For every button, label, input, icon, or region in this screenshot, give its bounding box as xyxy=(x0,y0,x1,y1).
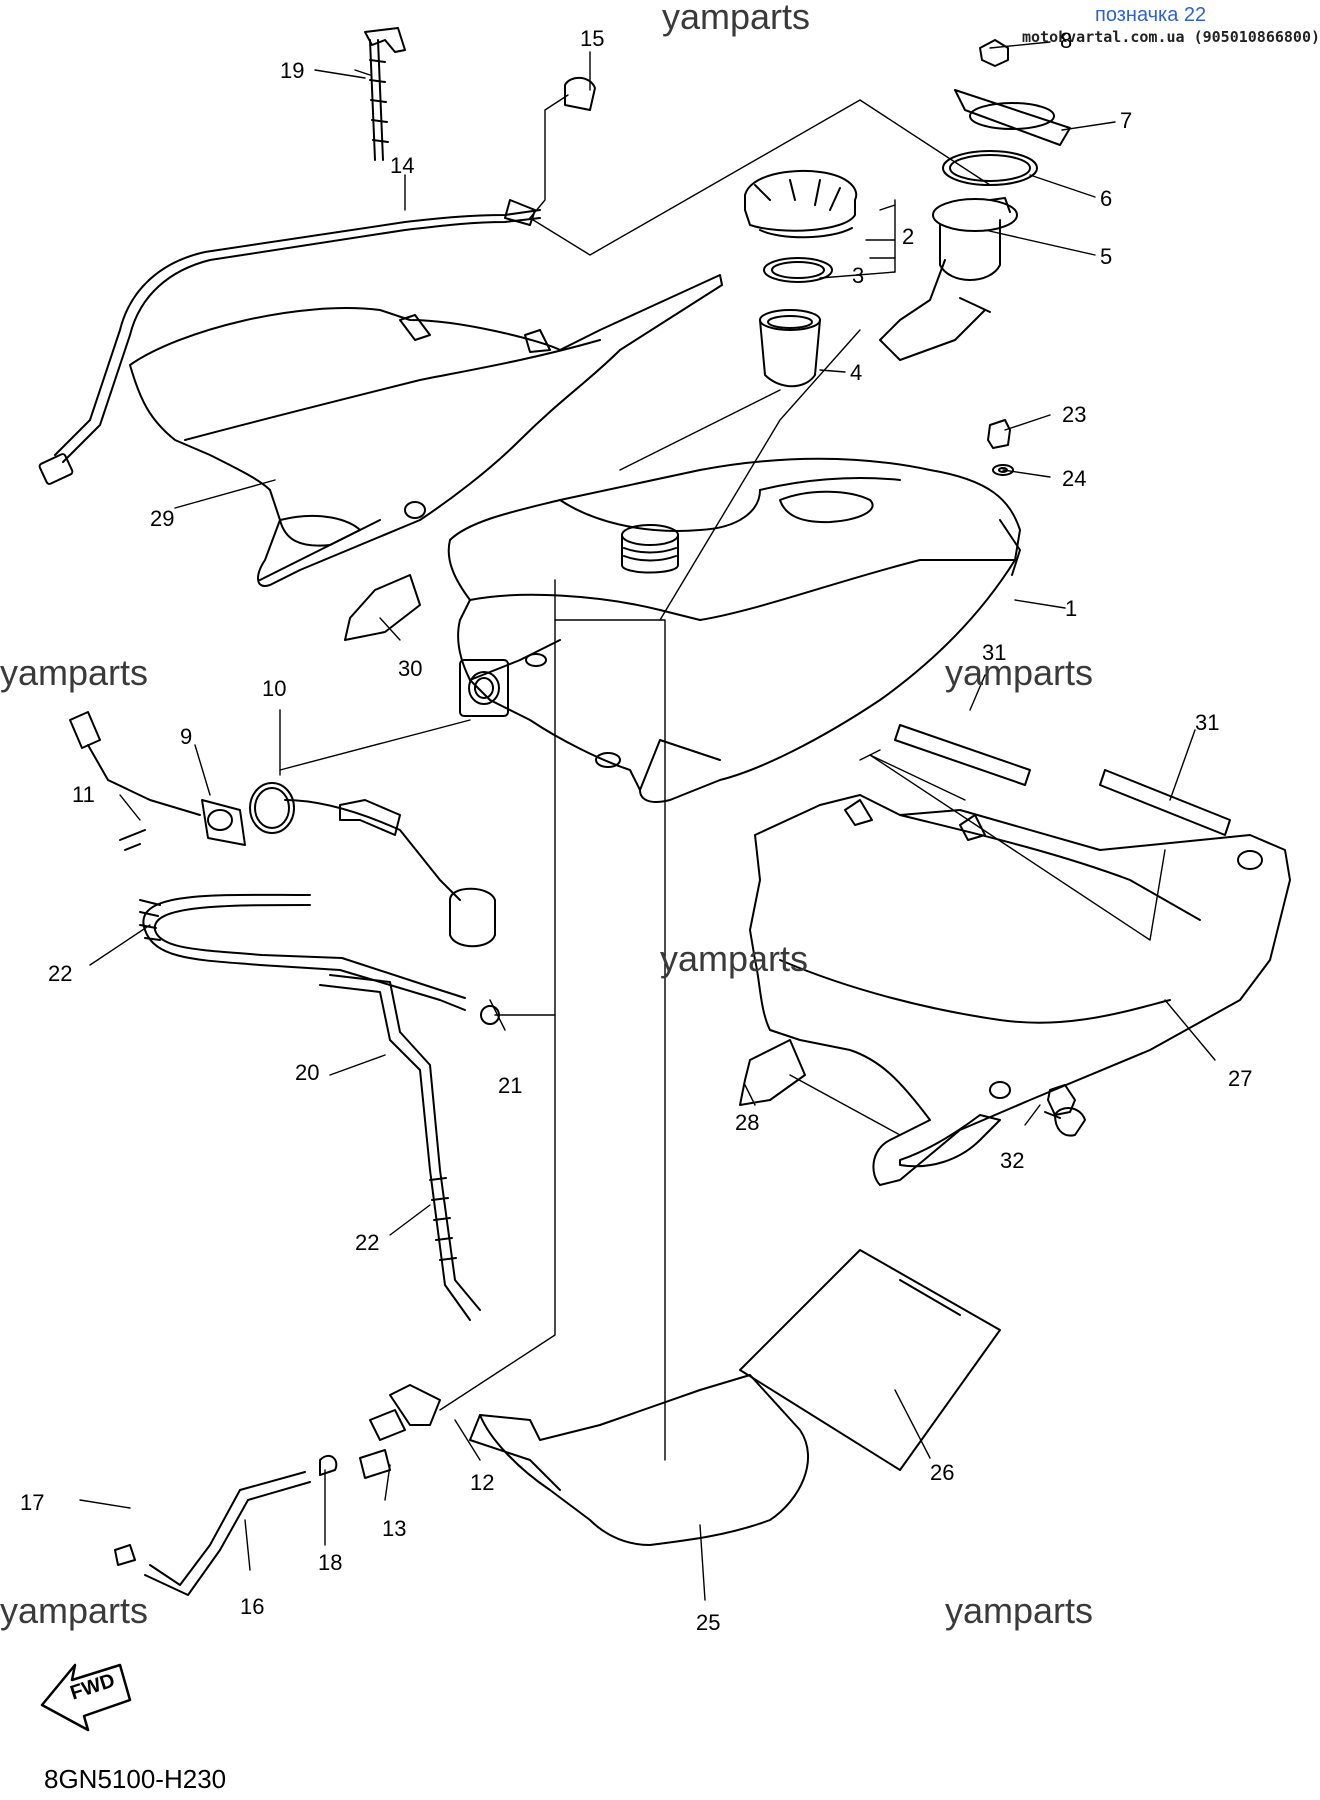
callout-17: 17 xyxy=(20,1490,45,1515)
watermark: yamparts xyxy=(662,0,811,37)
callout-18: 18 xyxy=(318,1550,343,1575)
watermark: yamparts xyxy=(0,652,149,693)
callout-26: 26 xyxy=(930,1460,955,1485)
callout-16: 16 xyxy=(240,1594,265,1619)
callout-14: 14 xyxy=(390,153,415,178)
reference-lines xyxy=(279,94,1166,1461)
left-side-cover xyxy=(129,274,723,641)
callout-5: 5 xyxy=(1100,244,1113,269)
callout-27: 27 xyxy=(1228,1066,1253,1091)
leader-lines xyxy=(79,41,1216,1601)
callout-31a: 31 xyxy=(982,640,1007,665)
callout-15: 15 xyxy=(580,26,605,51)
callout-25: 25 xyxy=(696,1610,721,1635)
callout-19: 19 xyxy=(280,58,305,83)
callout-23: 23 xyxy=(1062,402,1087,427)
watermark: yamparts xyxy=(945,652,1094,693)
callout-13: 13 xyxy=(382,1516,407,1541)
fuel-hose xyxy=(139,893,500,1321)
callout-8: 8 xyxy=(1060,28,1073,53)
callout-1: 1 xyxy=(1065,596,1078,621)
tank-bottom-cover xyxy=(469,1249,1001,1546)
callout-7: 7 xyxy=(1120,108,1133,133)
callout-4: 4 xyxy=(850,360,863,385)
breather-hose xyxy=(38,27,596,485)
callout-3: 3 xyxy=(852,263,865,288)
watermark: yamparts xyxy=(660,938,809,979)
callout-6: 6 xyxy=(1100,186,1113,211)
callout-24: 24 xyxy=(1062,466,1087,491)
header-title: позначка 22 xyxy=(1095,4,1207,26)
callout-9: 9 xyxy=(180,724,193,749)
callout-10: 10 xyxy=(262,676,287,701)
header-site: motokvartal.com.ua (905010866800) xyxy=(1022,28,1320,46)
callout-2: 2 xyxy=(902,224,915,249)
fuel-cock xyxy=(114,1384,441,1596)
fwd-arrow-icon xyxy=(40,1663,132,1732)
watermark: yamparts xyxy=(0,1590,149,1631)
callout-32: 32 xyxy=(1000,1148,1025,1173)
callout-22b: 22 xyxy=(355,1230,380,1255)
callout-30: 30 xyxy=(398,656,423,681)
callout-31b: 31 xyxy=(1195,710,1220,735)
diagram-code: 8GN5100-H230 xyxy=(44,1764,227,1794)
watermark: yamparts xyxy=(945,1590,1094,1631)
callout-28: 28 xyxy=(735,1110,760,1135)
callout-11: 11 xyxy=(72,782,95,807)
right-side-cover xyxy=(739,724,1291,1186)
fuel-tank xyxy=(447,457,1021,803)
callout-20: 20 xyxy=(295,1060,320,1085)
fuel-sender xyxy=(69,711,496,948)
fuel-pump xyxy=(879,39,1071,361)
callout-29: 29 xyxy=(150,506,175,531)
fuel-cap xyxy=(744,169,858,388)
callout-12: 12 xyxy=(470,1470,495,1495)
bolt-washer xyxy=(987,419,1076,1116)
callout-22a: 22 xyxy=(48,961,73,986)
callout-21: 21 xyxy=(498,1073,523,1098)
